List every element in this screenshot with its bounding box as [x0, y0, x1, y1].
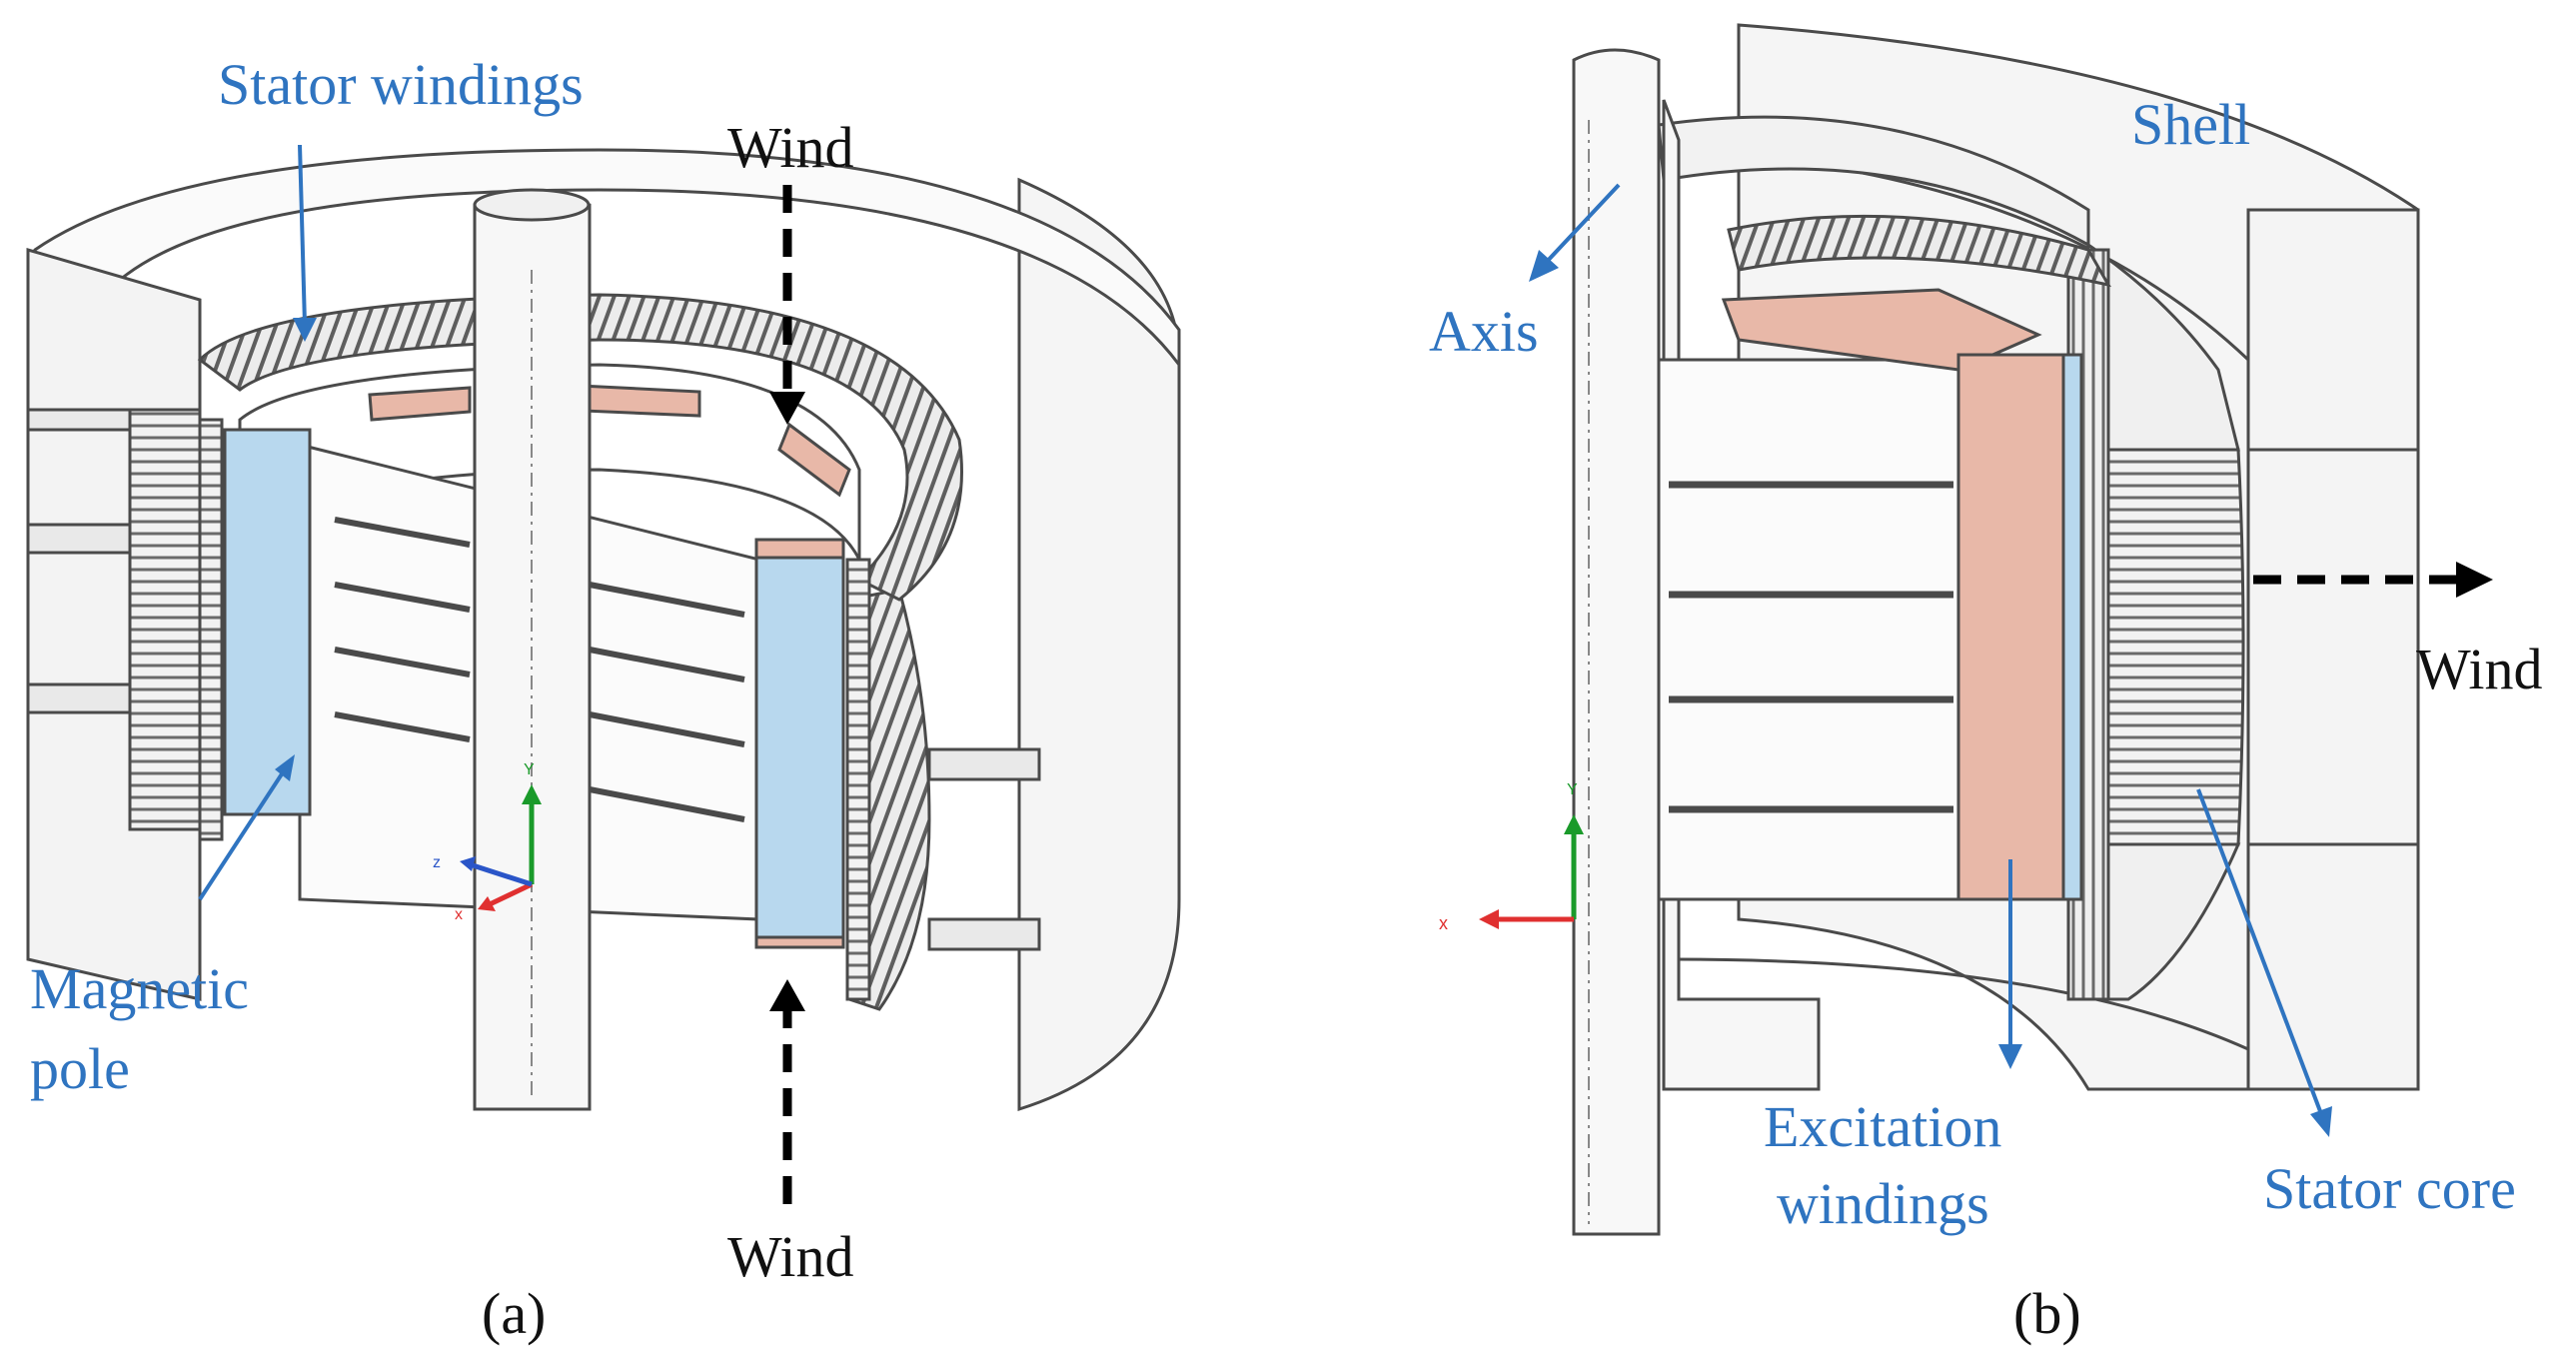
panel-a-arrows	[198, 144, 805, 1204]
shell-b-left-block	[1662, 99, 1821, 1091]
axis-shaft-b	[1572, 48, 1661, 1236]
shell-b-right-wall	[2246, 208, 2420, 1091]
rotor-body-b	[1657, 358, 1960, 901]
magnetic-pole-arrow	[198, 767, 287, 901]
panel-a-drawing	[26, 148, 1181, 1112]
magnetic-pole-right	[754, 553, 845, 941]
winding-column-left	[198, 418, 224, 841]
label-excitation-line1: Excitation	[1764, 1094, 2002, 1159]
label-magnetic-pole-line1: Magnetic	[30, 956, 250, 1021]
excitation-windings-b	[1956, 353, 2080, 901]
stator-core-left	[128, 408, 202, 831]
label-wind-bottom-a: Wind	[727, 1224, 854, 1289]
label-stator-core: Stator core	[2263, 1156, 2516, 1221]
panel-b-drawing	[1572, 23, 2420, 1236]
shell-right-shelf-2	[927, 917, 1041, 951]
shell-outer-wall	[1017, 177, 1181, 1112]
shell-right-shelf-1	[927, 747, 1041, 781]
label-magnetic-pole-line2: pole	[30, 1036, 130, 1101]
magnetic-pole-left	[223, 428, 312, 816]
axis-arrow	[1542, 183, 1621, 267]
label-shell: Shell	[2131, 92, 2251, 157]
axis-a-z-label: z	[433, 854, 441, 871]
stator-core-b-top	[2086, 242, 2240, 452]
stator-core-arrow	[2196, 788, 2325, 1120]
caption-b: (b)	[2013, 1281, 2081, 1346]
excitation-top-plate-b	[1721, 288, 2042, 372]
stator-windings-arrow	[298, 144, 307, 326]
pole-copper-cap-right	[754, 538, 845, 560]
caption-a: (a)	[482, 1281, 547, 1346]
pole-face-b	[2061, 353, 2083, 901]
panel-b-axis-triad	[1479, 814, 1584, 929]
axis-a-y-label: Y	[524, 761, 535, 778]
axis-b-y-label: Y	[1567, 781, 1578, 798]
excitation-segment-1	[368, 386, 472, 422]
panel-a-axis-triad	[460, 784, 542, 911]
axis-b-x-label: x	[1439, 913, 1448, 933]
axis-a-x-label: x	[455, 906, 463, 923]
label-excitation-line2: windings	[1777, 1171, 1989, 1236]
shell-top-rim	[33, 148, 1181, 370]
label-stator-windings: Stator windings	[218, 52, 584, 117]
excitation-segment-3	[777, 422, 851, 498]
label-wind-b: Wind	[2416, 637, 2543, 701]
shell-b-curve-2	[1673, 957, 2249, 1051]
label-axis: Axis	[1429, 299, 1539, 364]
winding-column-right	[845, 558, 871, 1001]
pole-copper-base-right	[754, 935, 845, 949]
stator-core-b	[2086, 448, 2245, 846]
panel-b-arrows	[1529, 183, 2493, 1137]
stator-windings-b-top	[1727, 214, 2111, 288]
label-wind-top-a: Wind	[727, 115, 854, 180]
stator-core-b-bottom	[2086, 842, 2241, 1001]
